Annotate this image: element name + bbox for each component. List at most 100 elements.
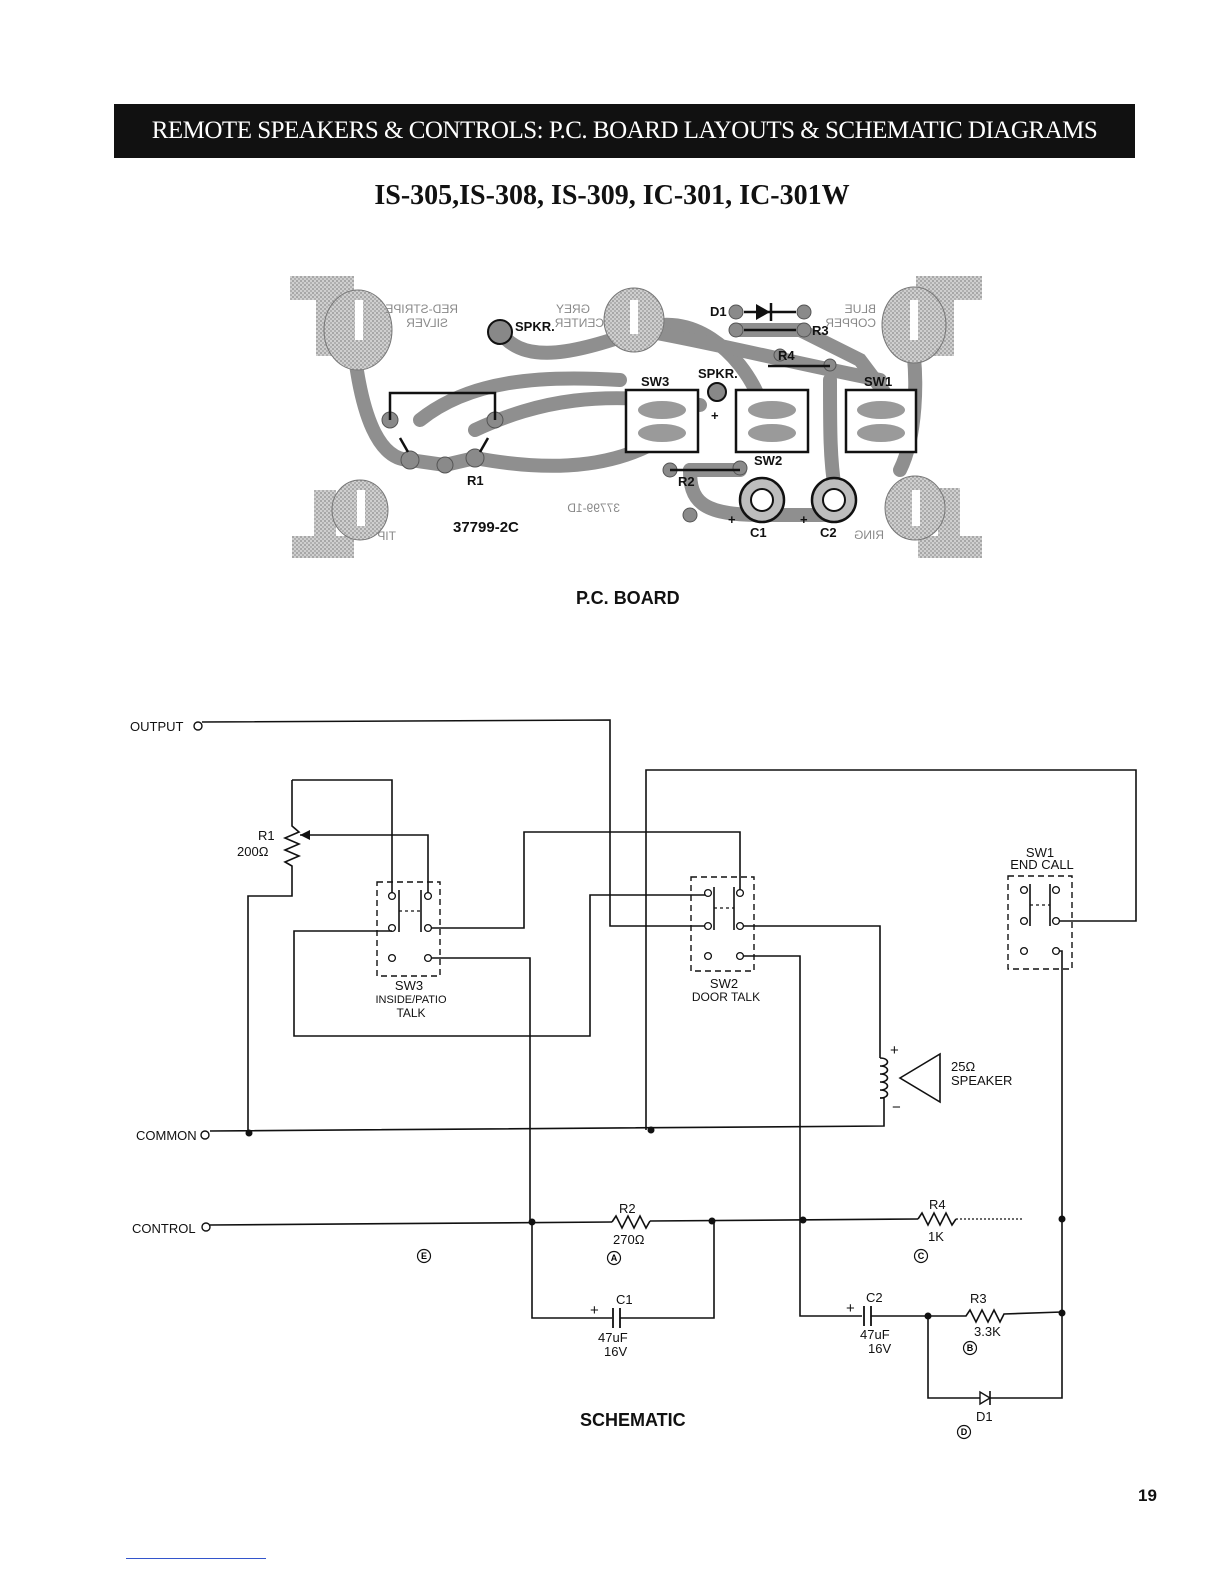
- wire-control-mid: [649, 1218, 919, 1222]
- label-sw3: SW3: [395, 978, 423, 993]
- pcb-label-d1: D1: [710, 304, 727, 319]
- switch-sw3: [624, 388, 700, 454]
- r4-resistor: [917, 1211, 957, 1227]
- mirror-red-stripe: RED-STRIPE: [385, 302, 458, 316]
- terminal-common: [200, 1130, 210, 1140]
- label-sw1-desc: END CALL: [1010, 857, 1074, 872]
- mirror-board-number: 37799-1D: [567, 501, 620, 515]
- mirror-grey: GREY: [556, 302, 590, 316]
- mirror-silver: SILVER: [406, 316, 448, 330]
- pcb-caption: P.C. BOARD: [576, 588, 680, 608]
- label-sw1: SW1: [1026, 845, 1054, 860]
- label-c2-value: 47uF: [860, 1327, 890, 1342]
- terminal-control: [201, 1222, 211, 1232]
- label-r2-value: 270Ω: [613, 1232, 645, 1247]
- r1-outline: [388, 391, 497, 420]
- label-r1: R1: [258, 828, 275, 843]
- schematic-diagram: E A C B D OUTPUT COMMON CONTROL R1 200Ω …: [130, 719, 1137, 1440]
- r1-wiper-right: [478, 437, 490, 453]
- label-r4-value: 1K: [928, 1229, 944, 1244]
- marker-e: [416, 1248, 432, 1264]
- mirror-blue: BLUE: [845, 302, 876, 316]
- wire-control: [209, 1221, 613, 1226]
- wire-sw3-control: [431, 957, 531, 1222]
- marker-d: [956, 1424, 972, 1440]
- d1-symbol: [744, 303, 796, 321]
- marker-b: [962, 1340, 978, 1356]
- wire-d1-left: [927, 1316, 980, 1399]
- label-output: OUTPUT: [130, 719, 184, 734]
- label-control: CONTROL: [132, 1221, 196, 1236]
- pcb-label-sw3: SW3: [641, 374, 669, 389]
- label-c1-plus: +: [590, 1302, 599, 1319]
- pcb-label-c1: C1: [750, 525, 767, 540]
- pcb-board-number: 37799-2C: [453, 519, 519, 536]
- wire-sw2-speaker: [743, 925, 881, 1058]
- pcb-label-plus-c2: +: [800, 512, 808, 527]
- marker-e-label: E: [421, 1251, 427, 1261]
- c2-symbol: [810, 476, 858, 524]
- terminal-output: [193, 721, 203, 731]
- sw2-box: [690, 876, 755, 972]
- label-c1-volt: 16V: [604, 1344, 627, 1359]
- wire-sw3-sw2: [431, 831, 741, 929]
- label-sw3-desc1: INSIDE/PATIO: [375, 994, 447, 1006]
- label-c1: C1: [616, 1292, 633, 1307]
- wire-sw3-loop: [293, 894, 708, 1037]
- label-d1: D1: [976, 1409, 993, 1424]
- label-r3: R3: [970, 1291, 987, 1306]
- label-speaker: SPEAKER: [951, 1073, 1012, 1088]
- label-speaker-minus: −: [892, 1099, 901, 1116]
- label-c2-volt: 16V: [868, 1341, 891, 1356]
- wire-r1-top-sw3: [292, 779, 393, 893]
- marker-d-label: D: [961, 1427, 968, 1437]
- pc-board-layout: SPKR. SPKR. D1 R3 R4 SW3 SW1 SW2 R1 R2 C…: [288, 270, 984, 565]
- pad-holes: [355, 300, 920, 526]
- mirror-center: CENTER: [554, 316, 604, 330]
- mirror-copper: COPPER: [825, 316, 876, 330]
- label-sw2-desc: DOOR TALK: [692, 990, 760, 1004]
- r3-resistor: [928, 1308, 1063, 1324]
- r2-resistor: [611, 1214, 651, 1230]
- label-common: COMMON: [136, 1128, 197, 1143]
- label-sw2: SW2: [710, 976, 738, 991]
- wire-sw1-control: [1032, 950, 1063, 1399]
- pcb-label-r1: R1: [467, 473, 484, 488]
- mirror-ring: RING: [854, 528, 884, 542]
- marker-c: [913, 1248, 929, 1264]
- page-number: 19: [1138, 1486, 1157, 1505]
- pcb-label-sw2: SW2: [754, 453, 782, 468]
- pcb-label-sw1: SW1: [864, 374, 892, 389]
- pcb-mirrored-text: RED-STRIPE SILVER GREY CENTER BLUE COPPE…: [377, 302, 884, 543]
- label-speaker-plus: +: [890, 1042, 899, 1059]
- d1-diode: [979, 1390, 992, 1406]
- speaker-symbol: [879, 1052, 941, 1104]
- pcb-label-c2: C2: [820, 525, 837, 540]
- pcb-label-plus-c1: +: [728, 512, 736, 527]
- label-r1-value: 200Ω: [237, 844, 269, 859]
- marker-c-label: C: [918, 1251, 925, 1261]
- r1-resistor: [247, 780, 302, 1133]
- junction-common-r1: [245, 1129, 253, 1137]
- marker-a-label: A: [611, 1253, 618, 1263]
- sw2-contacts: [703, 887, 745, 961]
- pcb-label-r3: R3: [812, 323, 829, 338]
- switch-sw2: [734, 388, 810, 454]
- wire-r1-wiper-sw3: [300, 834, 429, 893]
- junction-control-3: [799, 1216, 807, 1224]
- wire-c1-left: [531, 1222, 612, 1319]
- wire-sw1-common: [645, 769, 1137, 1130]
- model-list: IS-305,IS-308, IS-309, IC-301, IC-301W: [374, 180, 850, 211]
- mirror-tip: TIP: [377, 529, 396, 543]
- pcb-label-spkr-left: SPKR.: [515, 319, 555, 334]
- label-c1-value: 47uF: [598, 1330, 628, 1345]
- junction-r3: [1058, 1309, 1066, 1317]
- footer-rule: [126, 1558, 266, 1559]
- marker-b-label: B: [967, 1343, 974, 1353]
- label-r4: R4: [929, 1197, 946, 1212]
- sw1-box: [1007, 875, 1073, 970]
- wire-sw2-c2: [743, 955, 862, 1317]
- section-banner: REMOTE SPEAKERS & CONTROLS: P.C. BOARD L…: [114, 104, 1135, 158]
- marker-a: [606, 1250, 622, 1266]
- pcb-label-r4: R4: [778, 348, 795, 363]
